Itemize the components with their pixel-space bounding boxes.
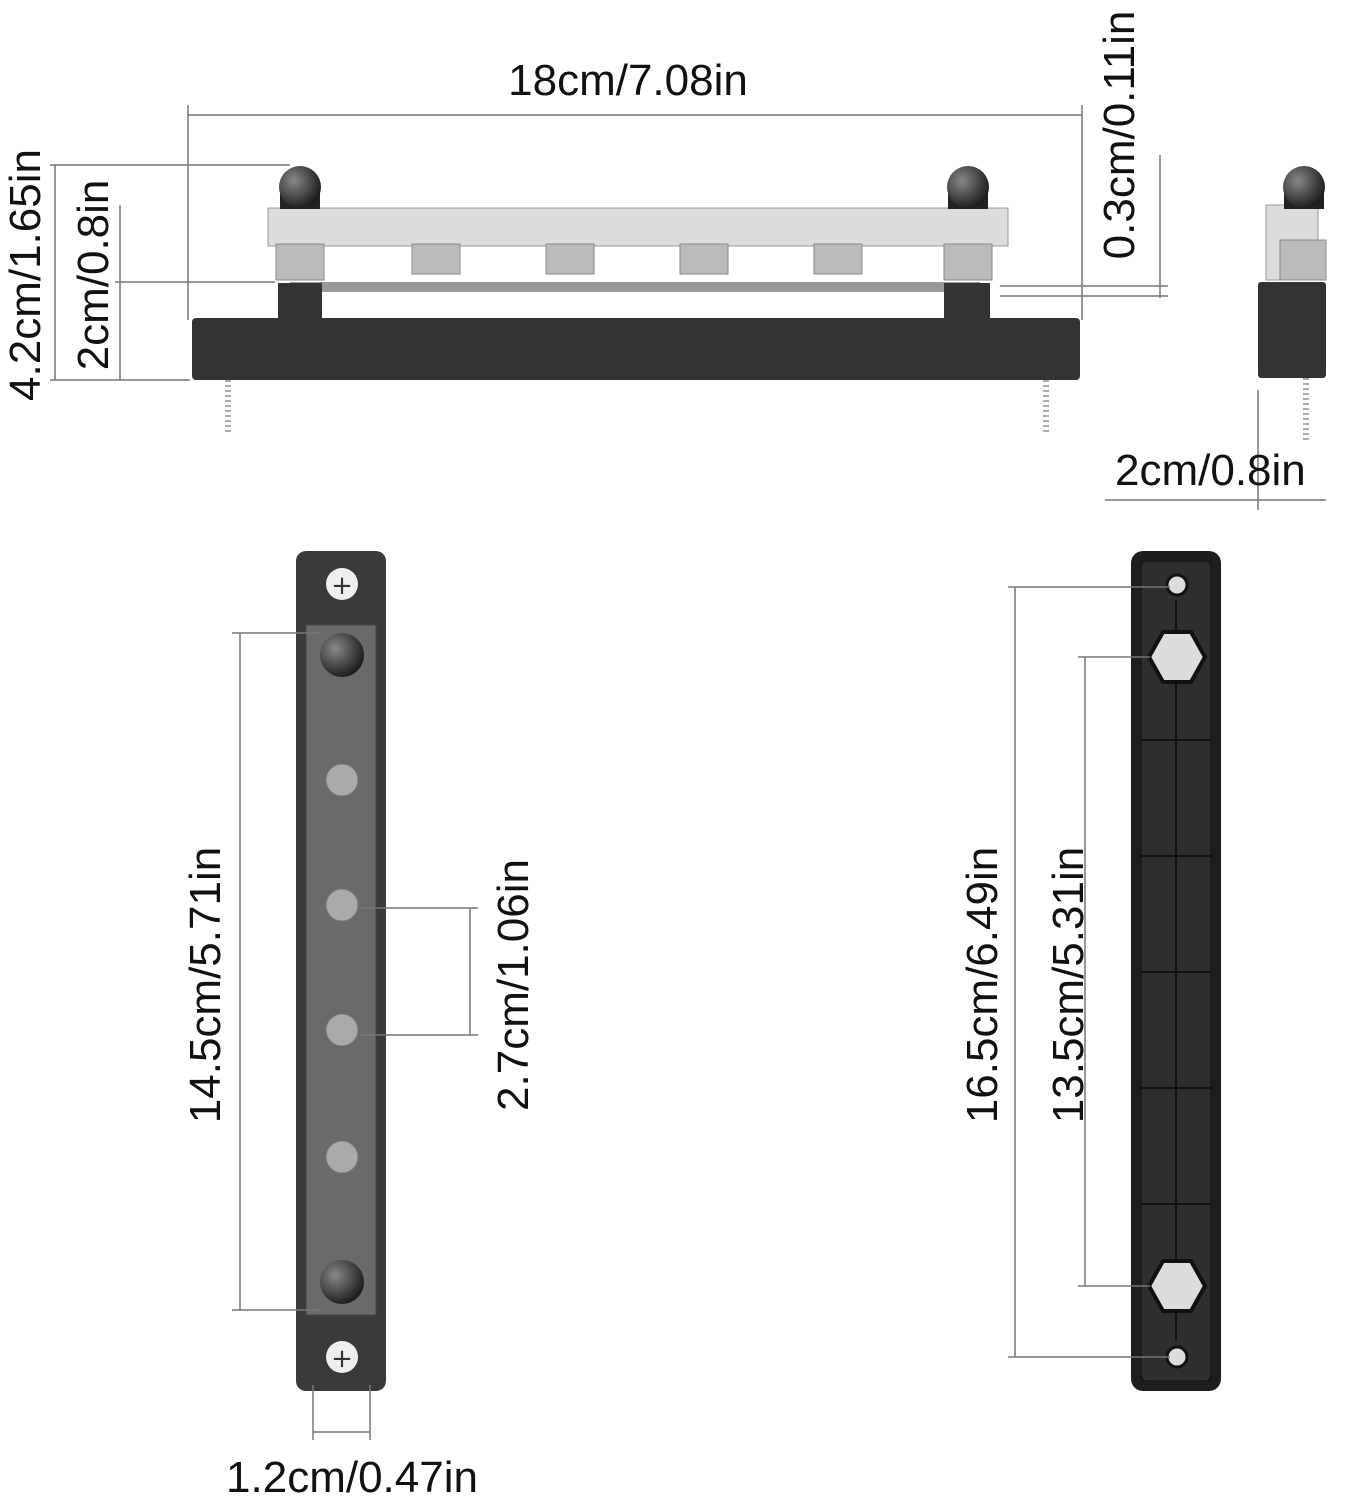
svg-text:+: +: [331, 571, 353, 601]
bottom-view: 16.5cm/6.49in 13.5cm/5.31in: [958, 551, 1221, 1391]
mount-hole-span-label: 16.5cm/6.49in: [958, 847, 1007, 1123]
terminal-nuts: [275, 243, 993, 281]
bus-bar: [267, 207, 1009, 247]
front-view: 18cm/7.08in 4.2cm/1.65in 2cm/0.8in 0.3: [1, 11, 1168, 435]
bar-width-label: 1.2cm/0.47in: [226, 1453, 478, 1500]
svg-text:+: +: [331, 1344, 353, 1374]
stud-span-label: 14.5cm/5.71in: [181, 847, 230, 1123]
base-height-label: 2cm/0.8in: [69, 180, 118, 371]
acorn-cap-right: [947, 166, 989, 208]
lower-rod: [290, 282, 980, 292]
overall-length-label: 18cm/7.08in: [508, 56, 748, 105]
top-view: + + 14.5cm/5.71in 2.7cm/1.06in 1.2cm/0.4…: [181, 551, 538, 1500]
bar-thickness-label: 0.3cm/0.11in: [1095, 11, 1144, 260]
acorn-cap-left: [279, 166, 321, 208]
total-height-label: 4.2cm/1.65in: [1, 149, 50, 401]
stud-spacing-label: 2.7cm/1.06in: [489, 859, 538, 1111]
side-view: 2cm/0.8in: [1105, 166, 1327, 510]
hex-span-label: 13.5cm/5.31in: [1044, 847, 1093, 1123]
base: [192, 318, 1080, 380]
side-width-label: 2cm/0.8in: [1115, 446, 1306, 495]
